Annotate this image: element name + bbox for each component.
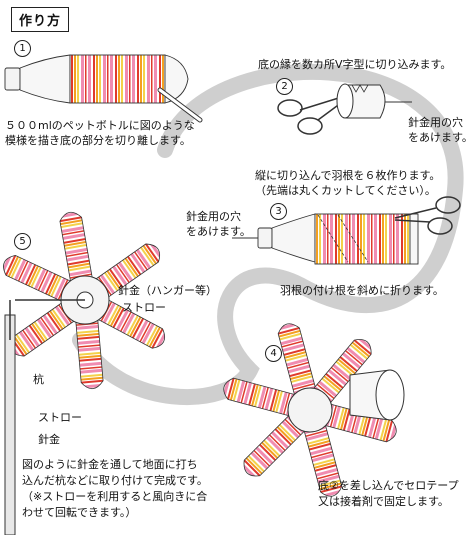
- step2-number: 2: [276, 78, 293, 95]
- step5-text-3: （※ストローを利用すると風向きに合: [22, 490, 208, 503]
- label-straw-top: ストロー: [122, 301, 166, 314]
- step4-windmill: [220, 320, 400, 500]
- step1-text-1: ５００mlのペットボトルに図のような: [5, 119, 195, 132]
- step4-text-2: 又は接着剤で固定します。: [318, 495, 449, 508]
- page-title: 作り方: [11, 7, 70, 32]
- step3-fold-text: 羽根の付け根を斜めに折ります。: [280, 284, 444, 297]
- step5-stake: [4, 299, 85, 535]
- step3-number: 3: [270, 203, 287, 220]
- step1-bottle: [4, 54, 203, 123]
- step5-text-1: 図のように針金を通して地面に打ち: [22, 458, 198, 471]
- step2-note-2: をあけます。: [408, 131, 473, 144]
- step4-number: 4: [265, 345, 282, 362]
- step2-scissors: [277, 95, 346, 135]
- label-wire-hanger: 針金（ハンガー等）: [118, 284, 217, 297]
- step3-note-1: 針金用の穴: [186, 210, 241, 223]
- step5-number: 5: [14, 233, 31, 250]
- step5-text-4: わせて回転できます。）: [22, 506, 137, 519]
- step4-text-1: 底②を差し込んでセロテープ: [318, 479, 459, 492]
- step3-text-1: 縦に切り込んで羽根を６枚作ります。: [255, 169, 441, 182]
- step3-scissors: [394, 196, 461, 235]
- label-wire: 針金: [38, 433, 60, 446]
- step2-base: [336, 83, 412, 119]
- step3-note-2: をあけます。: [186, 225, 251, 238]
- step5-text-2: 込んだ杭などに取り付けて完成です。: [22, 474, 208, 487]
- step1-number: 1: [14, 40, 31, 57]
- step3-text-2: （先端は丸くカットしてください）。: [255, 184, 436, 197]
- label-straw-bottom: ストロー: [38, 411, 82, 424]
- label-stake: 杭: [33, 373, 44, 386]
- step2-note-1: 針金用の穴: [408, 116, 463, 129]
- step3-bottle: [232, 213, 419, 265]
- step4-base: [349, 369, 405, 421]
- step1-text-2: 模様を描き底の部分を切り離します。: [5, 134, 191, 147]
- step2-text: 底の縁を数カ所V字型に切り込みます。: [258, 58, 452, 71]
